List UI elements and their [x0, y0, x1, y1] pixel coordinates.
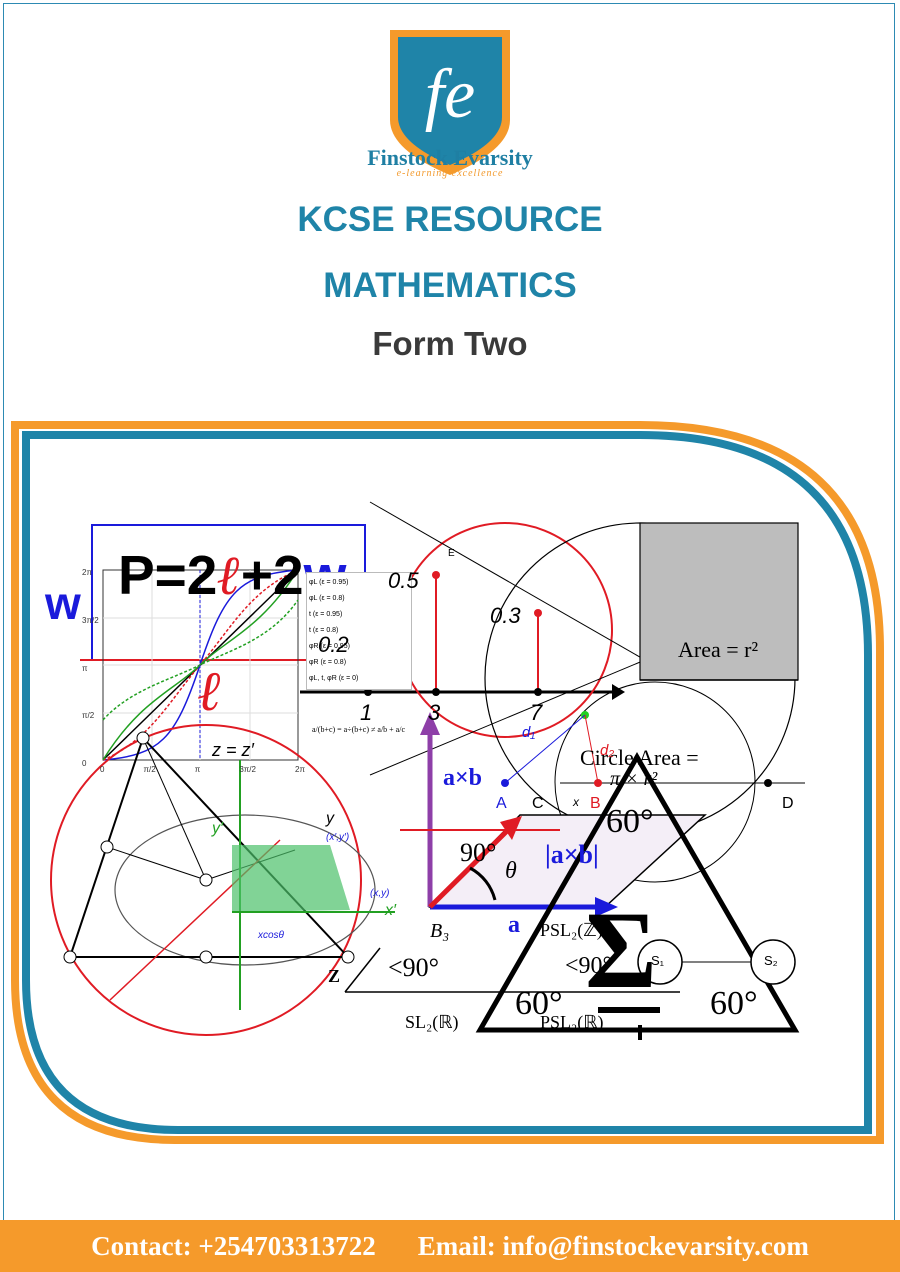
vector-a-label: a: [508, 912, 520, 938]
finstock-logo: fe: [390, 30, 510, 175]
sigma-symbol: Σ: [585, 889, 657, 1011]
point-e: E: [448, 548, 455, 559]
state-s1: S₁: [651, 953, 665, 968]
z-label: z = z′: [212, 740, 254, 760]
psl-bottom-label: PSL₂(ℝ): [540, 1012, 604, 1032]
title-subject: MATHEMATICS: [323, 266, 577, 305]
value-05: 0.5: [388, 568, 419, 593]
x-prime-label: x′: [385, 902, 396, 919]
b3-label: B₃: [430, 920, 450, 942]
xy-prime-label: (x′,y′): [326, 832, 350, 843]
footer-email: Email: info@finstockevarsity.com: [417, 1230, 809, 1261]
area-square: [639, 522, 799, 681]
number-7: 7: [530, 700, 543, 725]
theta-label: θ: [505, 858, 517, 884]
brand-name: Finstock Evarsity: [367, 145, 533, 170]
title-kcse-resource: KCSE RESOURCE: [297, 200, 603, 239]
psl-top-label: PSL₂(ℤ): [540, 920, 603, 940]
number-1: 1: [360, 700, 373, 725]
footer-bar: Contact: +254703313722 Email: info@finst…: [0, 1220, 900, 1272]
brand-tagline: e-learning excellence: [396, 168, 504, 179]
value-02: 0.2: [318, 632, 349, 657]
frame-teal: [22, 431, 872, 1134]
angle-60-right: 60°: [710, 985, 758, 1022]
angle-lt90-right: <90°: [565, 953, 613, 979]
xy-label: (x,y): [370, 888, 390, 899]
angle-60-left: 60°: [515, 985, 563, 1022]
angle-lt90-left: <90°: [388, 953, 440, 982]
z-bold-label: Z: [328, 966, 341, 986]
cross-magnitude-label: |a×b|: [545, 840, 599, 869]
x-small-label: x: [573, 795, 579, 809]
red-circle-left: [50, 724, 362, 1036]
y-small-label: y: [326, 810, 334, 827]
xcos-label: xcosθ: [258, 930, 284, 941]
d2-label: d₂: [600, 742, 615, 759]
circle-area-formula: π × r²: [610, 768, 658, 790]
number-3: 3: [428, 700, 441, 725]
y-prime-label: y′: [212, 820, 223, 837]
angle-90-label: 90°: [460, 838, 497, 867]
point-b: B: [590, 795, 601, 812]
w-label: w: [45, 577, 81, 629]
math-collage: [11, 421, 884, 1144]
logo-letters: fe: [425, 56, 476, 133]
state-s2: S₂: [764, 953, 778, 968]
angle-60-top: 60°: [606, 803, 654, 840]
equilateral-triangle: [475, 751, 800, 1033]
sl2-label: SL₂(ℝ): [405, 1012, 459, 1032]
cross-product-label: a×b: [443, 765, 483, 791]
value-03: 0.3: [490, 603, 521, 628]
d1-label: d₁: [522, 724, 536, 741]
footer-contact: Contact: +254703313722: [91, 1230, 376, 1261]
point-c: C: [532, 795, 544, 812]
frame-orange: [11, 421, 884, 1144]
graph-legend: φL (ε = 0.95)φL (ε = 0.8)t (ε = 0.95)t (…: [306, 572, 412, 690]
l-label: ℓ: [198, 661, 222, 723]
circle-area-label: Circle Area =: [580, 745, 699, 770]
title-form: Form Two: [372, 325, 528, 362]
point-a: A: [496, 795, 507, 812]
area-square-label: Area = r²: [678, 637, 759, 662]
fraction-label: a/(b+c) = a÷(b+c) ≠ a/b + a/c: [312, 725, 406, 734]
point-d: D: [782, 795, 794, 812]
